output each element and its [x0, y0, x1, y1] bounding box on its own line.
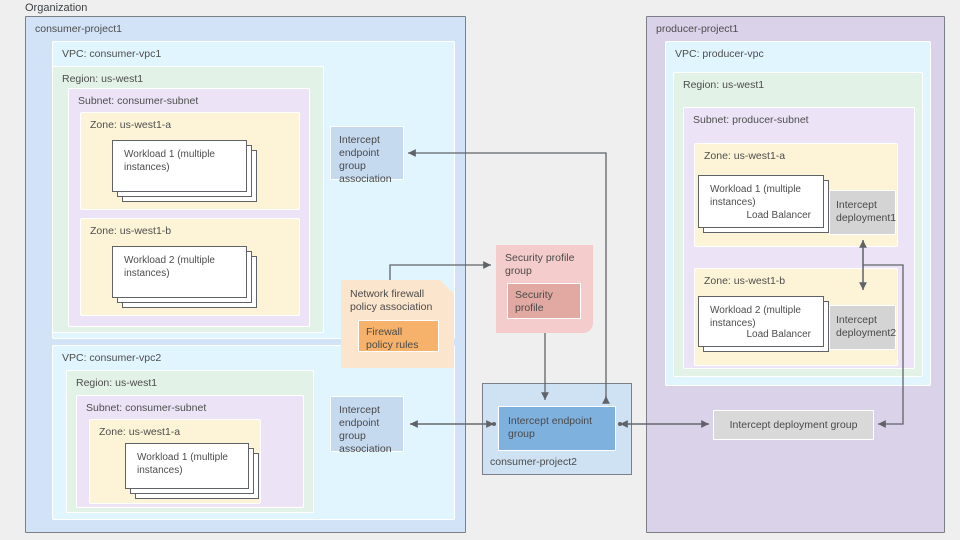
consumer-vpc1-subnet-title: Subnet: consumer-subnet: [78, 95, 199, 107]
workload-instances: (multiple instances): [137, 452, 228, 476]
workload-instances: (multiple instances): [710, 184, 801, 208]
intercept-endpoint-group-label: Intercept endpoint group: [508, 415, 593, 440]
security-profile[interactable]: Security profile: [507, 283, 581, 319]
firewall-policy-rules[interactable]: Firewall policy rules: [358, 320, 439, 352]
load-balancer-label: Load Balancer: [746, 210, 812, 221]
intercept-deployment-group-label: Intercept deployment group: [729, 418, 858, 431]
consumer-vpc1-zone-a-title: Zone: us-west1-a: [90, 119, 172, 131]
organization-label: Organization: [25, 2, 88, 14]
intercept-deployment2[interactable]: Intercept deployment2: [829, 305, 896, 350]
intercept-endpoint-group[interactable]: Intercept endpoint group: [498, 406, 616, 451]
security-profile-label: Security profile: [515, 289, 553, 314]
workload-name: Workload 1: [137, 452, 188, 463]
producer-zone-b-workload: Workload 2 (multiple instances) Load Bal…: [698, 296, 834, 356]
intercept-deployment1-label: Intercept deployment1: [836, 199, 897, 224]
workload-name: Workload 2: [710, 305, 761, 316]
producer-vpc-title: VPC: producer-vpc: [675, 48, 764, 60]
workload-name: Workload 2: [124, 255, 175, 266]
consumer-vpc2-zone-a-title: Zone: us-west1-a: [99, 426, 181, 438]
producer-zone-a-title: Zone: us-west1-a: [704, 150, 786, 162]
consumer-project2-title: consumer-project2: [490, 456, 577, 468]
workload-card-front: Workload 1 (multiple instances) Load Bal…: [698, 175, 824, 228]
workload-instances: (multiple instances): [124, 255, 215, 279]
consumer-vpc2-zone-a-workload: Workload 1 (multiple instances): [125, 443, 260, 499]
workload-card-front: Workload 2 (multiple instances): [112, 246, 247, 298]
producer-region-title: Region: us-west1: [683, 79, 765, 91]
ieg-association-top-label: Intercept endpoint group association: [339, 134, 392, 185]
workload-card-front: Workload 2 (multiple instances) Load Bal…: [698, 296, 824, 347]
intercept-deployment1[interactable]: Intercept deployment1: [829, 190, 896, 235]
intercept-endpoint-group-association-bottom[interactable]: Intercept endpoint group association: [330, 396, 404, 455]
producer-project1-title: producer-project1: [656, 23, 739, 35]
load-balancer-label: Load Balancer: [746, 329, 812, 340]
workload-label: Workload 2 (multiple instances): [124, 254, 246, 280]
consumer-vpc1-zone-a-workload: Workload 1 (multiple instances): [112, 140, 257, 202]
workload-name: Workload 1: [124, 149, 175, 160]
workload-card-front: Workload 1 (multiple instances): [125, 443, 249, 489]
consumer-vpc1-region-title: Region: us-west1: [62, 73, 144, 85]
producer-zone-b-title: Zone: us-west1-b: [704, 275, 786, 287]
consumer-vpc1-zone-b-workload: Workload 2 (multiple instances): [112, 246, 257, 308]
workload-label: Workload 2 (multiple instances): [710, 304, 823, 330]
workload-name: Workload 1: [710, 184, 761, 195]
consumer-vpc2-title: VPC: consumer-vpc2: [62, 352, 162, 364]
consumer-vpc2-subnet-title: Subnet: consumer-subnet: [86, 402, 207, 414]
intercept-deployment2-label: Intercept deployment2: [836, 314, 897, 339]
nfpa-label: Network firewall policy association: [350, 288, 433, 313]
workload-label: Workload 1 (multiple instances): [137, 451, 248, 477]
firewall-policy-rules-label: Firewall policy rules: [366, 326, 419, 351]
security-profile-group-label: Security profile group: [505, 252, 575, 277]
network-firewall-policy-association[interactable]: Network firewall policy association Fire…: [341, 280, 454, 368]
security-profile-group[interactable]: Security profile group Security profile: [496, 245, 593, 333]
workload-label: Workload 1 (multiple instances): [710, 183, 823, 209]
consumer-project1-title: consumer-project1: [35, 23, 122, 35]
consumer-vpc2-region-title: Region: us-west1: [76, 377, 158, 389]
producer-zone-a-workload: Workload 1 (multiple instances) Load Bal…: [698, 175, 834, 237]
consumer-vpc1-zone-b-title: Zone: us-west1-b: [90, 225, 172, 237]
workload-instances: (multiple instances): [710, 305, 801, 329]
workload-label: Workload 1 (multiple instances): [124, 148, 246, 174]
intercept-deployment-group[interactable]: Intercept deployment group: [713, 410, 874, 440]
intercept-endpoint-group-association-top[interactable]: Intercept endpoint group association: [330, 126, 404, 185]
ieg-association-bottom-label: Intercept endpoint group association: [339, 404, 392, 455]
producer-subnet-title: Subnet: producer-subnet: [693, 114, 809, 126]
consumer-vpc1-title: VPC: consumer-vpc1: [62, 48, 162, 60]
workload-instances: (multiple instances): [124, 149, 215, 173]
workload-card-front: Workload 1 (multiple instances): [112, 140, 247, 192]
